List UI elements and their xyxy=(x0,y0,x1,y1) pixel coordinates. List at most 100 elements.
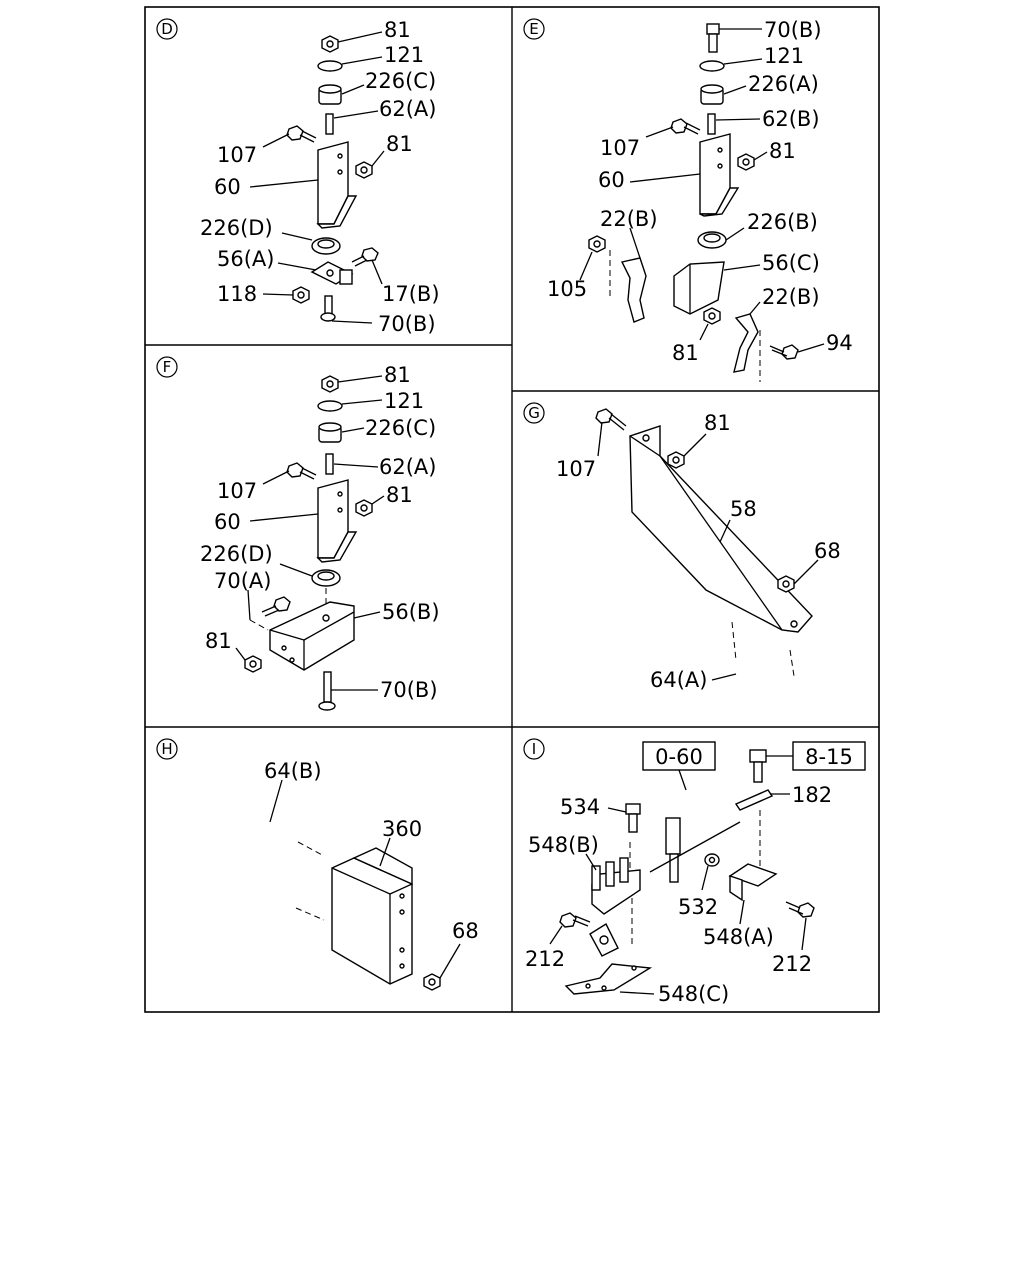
bracket-60 xyxy=(316,479,358,563)
callout-56a: 56(A) xyxy=(217,247,274,271)
bracket-58 xyxy=(629,425,813,633)
bolt-534 xyxy=(625,803,641,833)
section-marker-i: I xyxy=(523,738,545,760)
callout-548a: 548(A) xyxy=(703,925,774,949)
callout-70b: 70(B) xyxy=(378,312,436,336)
callout-107: 107 xyxy=(217,479,257,503)
callout-226d: 226(D) xyxy=(200,542,273,566)
callout-70a: 70(A) xyxy=(214,569,271,593)
bushing-226c xyxy=(318,84,342,105)
bolt-70b xyxy=(320,295,336,322)
leaders-d xyxy=(249,31,385,324)
bolt-107 xyxy=(286,125,317,143)
bolt-8-15 xyxy=(749,749,767,783)
section-letter: E xyxy=(529,20,538,38)
u-bolt-64a xyxy=(731,621,796,714)
callout-81: 81 xyxy=(384,363,411,387)
callout-70b: 70(B) xyxy=(764,18,822,42)
callout-81-bottom: 81 xyxy=(205,629,232,653)
callout-226c: 226(C) xyxy=(365,69,436,93)
leaders-h xyxy=(269,779,461,979)
callout-70b: 70(B) xyxy=(380,678,438,702)
nut-105 xyxy=(588,235,606,253)
ref-label: 8-15 xyxy=(805,745,853,769)
callout-56b: 56(B) xyxy=(382,600,440,624)
ref-leader xyxy=(678,769,687,791)
panel-f: F 81 121 226(C) xyxy=(156,356,440,711)
nut-81-bottom xyxy=(244,655,262,673)
bolt-17b xyxy=(351,247,379,267)
diagram-frame xyxy=(144,6,880,1013)
clamp-22b-right xyxy=(733,313,761,382)
panel-h: H 64(B) 360 68 xyxy=(156,738,479,991)
section-letter: F xyxy=(163,358,172,376)
callout-81-side: 81 xyxy=(386,132,413,156)
callout-22b-left: 22(B) xyxy=(600,207,658,231)
callout-121: 121 xyxy=(764,44,804,68)
section-letter: I xyxy=(532,740,536,758)
callout-68: 68 xyxy=(814,539,841,563)
nut-81-side xyxy=(355,499,373,517)
callout-81-side: 81 xyxy=(386,483,413,507)
bracket-548b xyxy=(591,842,641,915)
callout-534: 534 xyxy=(560,795,600,819)
bolt-212-left xyxy=(559,912,591,928)
callout-81: 81 xyxy=(384,18,411,42)
callout-548c: 548(C) xyxy=(658,982,729,1006)
callout-58: 58 xyxy=(730,497,757,521)
ref-box-0-60[interactable]: 0-60 xyxy=(642,741,716,771)
callout-22b-right: 22(B) xyxy=(762,285,820,309)
callout-212-right: 212 xyxy=(772,952,812,976)
bracket-360 xyxy=(331,847,413,985)
section-marker-g: G xyxy=(523,402,545,424)
callout-182: 182 xyxy=(792,783,832,807)
washer-121 xyxy=(699,60,725,72)
section-marker-e: E xyxy=(523,18,545,40)
callout-107: 107 xyxy=(217,143,257,167)
ref-box-8-15[interactable]: 8-15 xyxy=(792,741,866,771)
callout-226b: 226(B) xyxy=(747,210,818,234)
callout-121: 121 xyxy=(384,43,424,67)
bracket-60 xyxy=(699,133,740,217)
section-marker-f: F xyxy=(156,356,178,378)
ref-label: 0-60 xyxy=(655,745,703,769)
callout-226c: 226(C) xyxy=(365,416,436,440)
callout-60: 60 xyxy=(214,510,241,534)
callout-81: 81 xyxy=(704,411,731,435)
leaders-i xyxy=(549,793,807,995)
bolt-107 xyxy=(286,462,317,480)
callout-212-left: 212 xyxy=(525,947,565,971)
callout-226a: 226(A) xyxy=(748,72,819,96)
callout-121: 121 xyxy=(384,389,424,413)
sleeve-62a xyxy=(325,453,334,475)
bolt-70a xyxy=(261,596,291,617)
nut-118 xyxy=(292,286,310,304)
nut-68 xyxy=(777,575,795,593)
callout-62a: 62(A) xyxy=(379,455,436,479)
callout-94: 94 xyxy=(826,331,853,355)
callout-226d: 226(D) xyxy=(200,216,273,240)
bracket-548a xyxy=(728,810,778,902)
washer-121 xyxy=(317,400,343,412)
bushing-226d xyxy=(311,569,341,587)
hidden-line xyxy=(249,619,269,631)
callout-64a: 64(A) xyxy=(650,668,707,692)
sensor-wire xyxy=(649,789,774,883)
bracket-56b xyxy=(269,601,355,671)
bushing-226a xyxy=(700,84,724,105)
bolt-107 xyxy=(670,118,701,135)
bracket-56c xyxy=(673,261,725,315)
callout-81-side: 81 xyxy=(769,139,796,163)
nut-81-side xyxy=(355,161,373,179)
leaders-g xyxy=(597,421,819,681)
bolt-212-right xyxy=(785,901,815,918)
bracket-60 xyxy=(316,141,358,229)
leaders-f xyxy=(235,375,385,691)
washer-121 xyxy=(317,60,343,72)
panel-e: E 70(B) 1 xyxy=(523,18,853,382)
panel-i: I 0-60 8-15 xyxy=(523,738,866,1006)
bracket-548c xyxy=(564,922,653,995)
callout-60: 60 xyxy=(598,168,625,192)
callout-105: 105 xyxy=(547,277,587,301)
